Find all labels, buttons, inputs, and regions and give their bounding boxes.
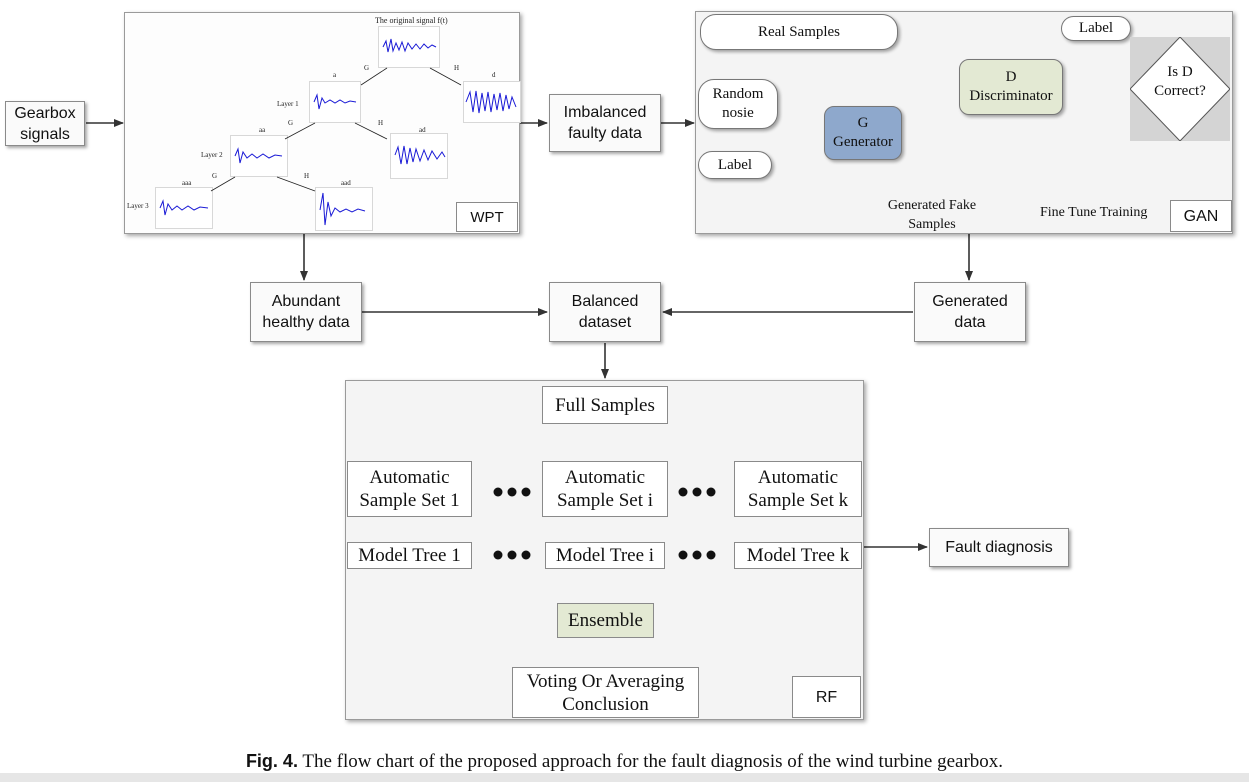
wpt-node-a: a [333,71,337,79]
real-samples-label: Real Samples [757,23,841,40]
abundant-healthy-data-box: Abundant healthy data [250,282,362,342]
wpt-tree-lines [159,38,517,226]
wpt-node-d: d [492,71,496,79]
gearbox-signals-label: Gearbox signals [14,104,76,143]
model-tree-i-label: Model Tree i [555,545,655,566]
model-tree-i-box: Model Tree i [545,542,665,569]
conclusion-label: Voting Or Averaging Conclusion [526,670,685,715]
wpt-filter-h3: H [304,172,310,180]
wpt-panel: The original signal f(t) a d G H Layer 1… [124,12,521,234]
generated-data-label: Generated data [932,293,1008,331]
wpt-filter-g1: G [364,64,370,72]
model-tree-k-box: Model Tree k [734,542,862,569]
random-noise-label: Random nosie [712,86,764,121]
wpt-node-aad: aad [341,179,351,187]
wpt-filter-h2: H [378,119,384,127]
fine-tune-label: Fine Tune Training [1040,205,1148,220]
signal-plot-root [378,26,440,68]
rf-label-box: RF [792,676,861,718]
caption-text: The flow chart of the proposed approach … [302,751,1004,772]
wpt-node-ad: ad [419,126,426,134]
figure-caption: Fig. 4. The flow chart of the proposed a… [0,750,1249,773]
real-samples-box: Real Samples [700,14,898,50]
sample-set-k-label: Automatic Sample Set k [747,467,849,511]
model-tree-1-box: Model Tree 1 [347,542,472,569]
sample-set-i-label: Automatic Sample Set i [556,467,654,511]
bottom-strip [0,773,1249,782]
gan-label: GAN [1183,207,1219,225]
sample-set-1-box: Automatic Sample Set 1 [347,461,472,517]
imbalanced-faulty-data-box: Imbalanced faulty data [549,94,661,152]
discriminator-box: D Discriminator [959,59,1063,115]
imbalanced-faulty-data-label: Imbalanced faulty data [563,104,647,142]
rf-label: RF [815,688,838,706]
ellipsis-dots [493,487,716,560]
full-samples-box: Full Samples [542,386,668,424]
sample-set-1-label: Automatic Sample Set 1 [359,467,460,511]
signal-plot-d [463,81,521,123]
generator-box: G Generator [824,106,902,160]
sample-set-k-box: Automatic Sample Set k [734,461,862,517]
fake-samples-label: Generated Fake Samples [887,198,977,232]
ensemble-box: Ensemble [557,603,654,638]
wpt-filter-h1: H [454,64,460,72]
balanced-dataset-box: Balanced dataset [549,282,661,342]
signal-plot-aa [230,135,288,177]
caption-prefix: Fig. 4. [245,751,298,771]
decision-label: Is D Correct? [1154,64,1206,99]
fault-diagnosis-label: Fault diagnosis [945,539,1053,556]
model-tree-k-label: Model Tree k [746,545,850,566]
wpt-label: WPT [470,208,504,226]
wpt-node-aa: aa [259,126,266,134]
wpt-label-box: WPT [456,202,518,232]
conclusion-box: Voting Or Averaging Conclusion [512,667,699,718]
label-top-label: Label [1078,20,1114,36]
gearbox-signals-box: Gearbox signals [5,101,85,146]
wpt-filter-g3: G [212,172,218,180]
generator-label: G Generator [833,115,893,150]
signal-plot-aaa [155,187,213,229]
fault-diagnosis-box: Fault diagnosis [929,528,1069,567]
wpt-layer-1: Layer 1 [277,100,299,108]
label-top-box: Label [1061,16,1131,41]
discriminator-label: D Discriminator [969,69,1053,104]
sample-set-i-box: Automatic Sample Set i [542,461,668,517]
ensemble-label: Ensemble [568,610,643,631]
wpt-layer-2: Layer 2 [201,151,223,159]
label-left-box: Label [698,151,772,179]
wpt-original-signal-label: The original signal f(t) [375,16,448,25]
full-samples-label: Full Samples [555,394,655,416]
balanced-dataset-label: Balanced dataset [571,293,639,331]
wpt-layer-3: Layer 3 [127,202,149,210]
label-left-label: Label [717,156,753,173]
gan-panel: Real Samples Random nosie Label Label G … [695,11,1233,234]
decision-diamond [1130,37,1230,141]
wpt-filter-g2: G [288,119,294,127]
abundant-healthy-data-label: Abundant healthy data [262,293,350,331]
generated-data-box: Generated data [914,282,1026,342]
random-noise-box: Random nosie [698,79,778,129]
wpt-node-aaa: aaa [182,179,192,187]
model-tree-1-label: Model Tree 1 [358,545,461,566]
gan-label-box: GAN [1170,200,1232,232]
